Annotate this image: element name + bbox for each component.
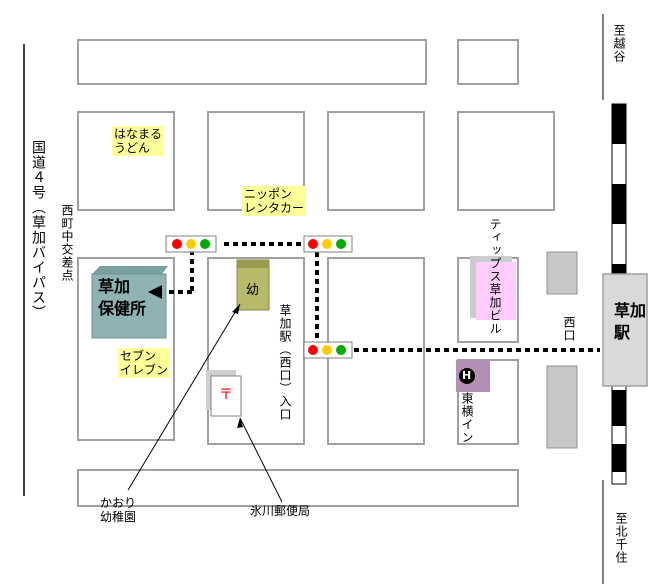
national-road-label: 国道４号（草加バイパス） bbox=[30, 140, 46, 320]
tips-building bbox=[476, 262, 516, 320]
post-office-building bbox=[210, 375, 242, 417]
block-r1-c4 bbox=[457, 111, 555, 211]
nippon-rental-label: ニッポン レンタカー bbox=[242, 186, 307, 216]
kaori-kindergarten-label: かおり 幼稚園 bbox=[100, 496, 137, 524]
hikawa-post-label: 氷川郵便局 bbox=[250, 504, 311, 518]
tips-building-label: ティップス草加ビル bbox=[488, 218, 502, 335]
hokenjo-building bbox=[91, 273, 167, 339]
hotel-mark: H bbox=[462, 369, 472, 382]
hanamaru-label: はなまる うどん bbox=[112, 126, 165, 156]
kindergarten-building bbox=[236, 259, 270, 311]
grey-building-upper bbox=[546, 251, 578, 295]
signal-north-intersection bbox=[303, 235, 353, 253]
route-path bbox=[166, 242, 600, 352]
to-koshigaya-label: 至越谷 bbox=[612, 24, 626, 63]
hotel-icon bbox=[459, 368, 475, 384]
west-exit-label: 西口 bbox=[562, 316, 576, 342]
hokenjo-label: 草加 保健所 bbox=[98, 277, 147, 318]
block-top-right bbox=[457, 39, 519, 85]
signal-west-intersection bbox=[165, 235, 217, 253]
block-r1-c1 bbox=[77, 111, 175, 211]
station-label: 草加 駅 bbox=[614, 301, 647, 342]
block-top-left bbox=[77, 39, 427, 85]
block-bottom bbox=[77, 469, 519, 507]
block-r2-c1 bbox=[77, 257, 175, 441]
soka-station-building bbox=[602, 273, 648, 387]
kindergarten-mark: 幼 bbox=[246, 283, 260, 298]
post-leader-line bbox=[239, 417, 283, 503]
to-kitasenju-label: 至北千住 bbox=[614, 512, 628, 564]
block-r1-c3 bbox=[327, 111, 425, 211]
kaori-leader-line bbox=[127, 303, 241, 491]
hokenjo-roof bbox=[92, 266, 168, 274]
signal-west-exit-intersection bbox=[303, 341, 353, 359]
railway bbox=[602, 14, 627, 584]
route-arrow bbox=[148, 285, 162, 299]
toyoko-inn-label: 東横イン bbox=[460, 392, 474, 444]
seven-eleven-label: セブン イレブン bbox=[118, 348, 171, 378]
nishimachi-intersection-label: 西町中交差点 bbox=[60, 204, 74, 282]
soka-west-entrance-label: 草加駅（西口）入口 bbox=[278, 304, 292, 421]
post-mark: 〒 bbox=[219, 387, 233, 403]
grey-building-lower bbox=[546, 365, 578, 449]
